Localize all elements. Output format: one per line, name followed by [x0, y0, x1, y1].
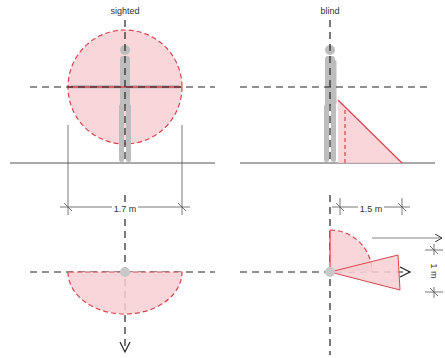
- cane-edge: [344, 110, 345, 163]
- direction-arrow: [120, 342, 130, 352]
- dimension-line: [60, 125, 410, 215]
- person-plan: [325, 267, 335, 277]
- dimension-label: 1 m: [429, 261, 439, 280]
- ground-line: [240, 163, 435, 164]
- cane-field: [338, 100, 402, 163]
- dimension-label: 1.5 m: [358, 205, 385, 215]
- column-title: sighted: [108, 7, 141, 17]
- cane-line: [338, 100, 402, 163]
- dimension-label: 1.7 m: [112, 205, 139, 215]
- plan-field: [68, 272, 182, 314]
- plan-field-edge: [329, 230, 330, 272]
- column-title: blind: [318, 7, 341, 17]
- direction-arrow: [400, 267, 410, 277]
- direction-arrow: [372, 238, 442, 239]
- axis-line: [30, 20, 430, 355]
- ground-line: [10, 163, 215, 164]
- cane-sweep: [330, 255, 400, 290]
- person-plan: [120, 267, 130, 277]
- dimension-line: [425, 244, 443, 298]
